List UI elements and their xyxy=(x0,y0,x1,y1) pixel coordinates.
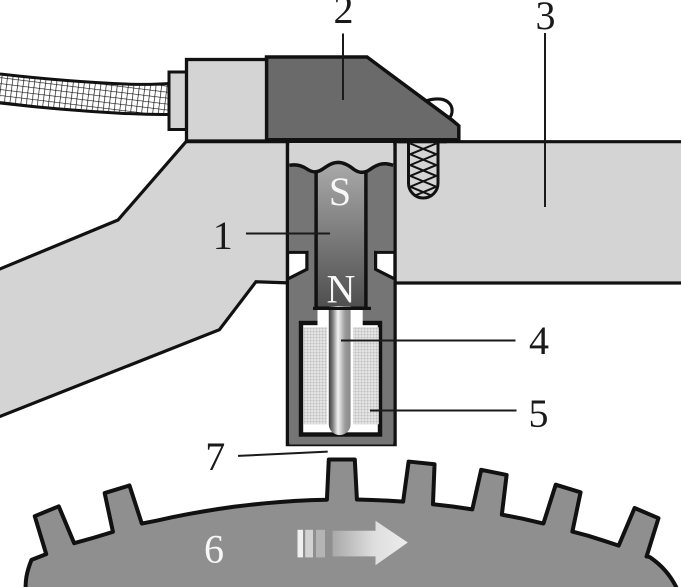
svg-text:S: S xyxy=(329,169,351,214)
svg-text:1: 1 xyxy=(213,213,233,258)
svg-text:5: 5 xyxy=(529,391,549,436)
svg-text:2: 2 xyxy=(334,0,354,32)
svg-text:4: 4 xyxy=(529,318,549,363)
svg-text:N: N xyxy=(327,267,356,312)
svg-text:6: 6 xyxy=(204,527,224,572)
svg-text:7: 7 xyxy=(205,434,225,479)
svg-text:3: 3 xyxy=(536,0,556,38)
